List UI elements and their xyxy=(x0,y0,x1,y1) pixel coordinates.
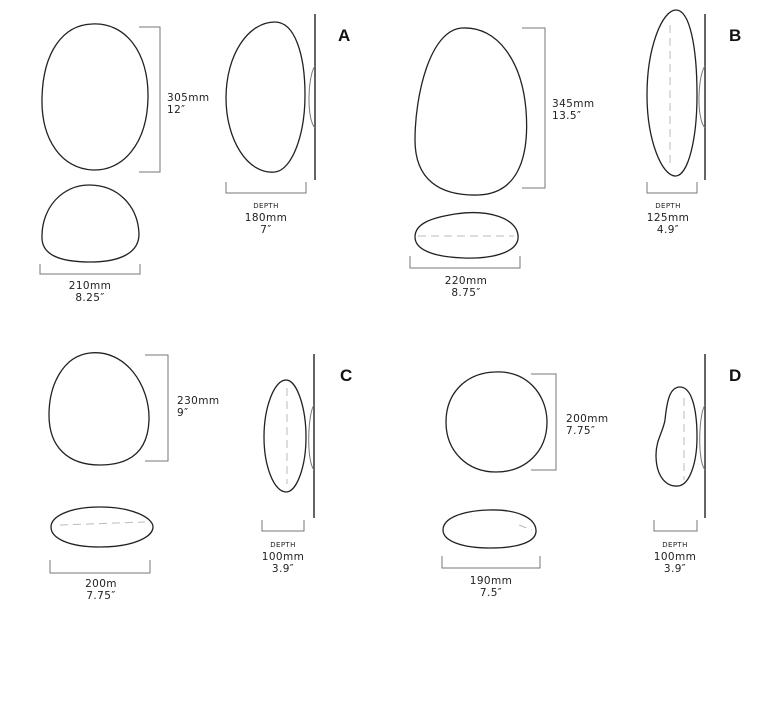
a-depth-in: 7″ xyxy=(260,224,271,236)
b-width-in: 8.75″ xyxy=(451,287,480,299)
d-top-centerline xyxy=(518,524,533,531)
d-wall-mount xyxy=(699,404,706,471)
b-height-mm: 345mm xyxy=(552,98,595,110)
d-front-shape xyxy=(445,371,548,473)
b-letter: B xyxy=(729,26,741,45)
c-height-bracket xyxy=(145,354,169,462)
b-wall-mount xyxy=(698,65,706,129)
a-width-bracket xyxy=(39,264,141,275)
c-front-shape xyxy=(48,352,150,466)
a-depth-mm: 180mm xyxy=(245,212,288,224)
b-top-shape xyxy=(414,212,519,259)
c-depth-mm: 100mm xyxy=(262,551,305,563)
variant-d: 200mm 7.75″ 190mm 7.5″ DEPTH 100mm 3.9″ … xyxy=(441,354,741,599)
c-top-shape xyxy=(50,506,154,548)
variant-c: 230mm 9″ 200m 7.75″ DEPTH 100mm 3.9″ C xyxy=(48,352,352,602)
c-letter: C xyxy=(340,366,352,385)
d-depth-mm: 100mm xyxy=(654,551,697,563)
c-height-mm: 230mm xyxy=(177,395,220,407)
variant-a: 305mm 12″ 210mm 8.25″ DEPTH 180mm 7″ A xyxy=(39,14,350,304)
c-height-in: 9″ xyxy=(177,407,188,419)
a-height-bracket xyxy=(139,26,161,173)
d-letter: D xyxy=(729,366,741,385)
a-wall-mount xyxy=(308,65,316,129)
d-depth-in: 3.9″ xyxy=(664,563,686,575)
b-width-bracket xyxy=(409,256,521,269)
d-width-in: 7.5″ xyxy=(480,587,502,599)
d-height-bracket xyxy=(531,373,557,471)
c-depth-in: 3.9″ xyxy=(272,563,294,575)
d-height-mm: 200mm xyxy=(566,413,609,425)
a-letter: A xyxy=(338,26,350,45)
a-width-in: 8.25″ xyxy=(75,292,104,304)
a-front-shape xyxy=(41,23,149,171)
c-width-in: 7.75″ xyxy=(86,590,115,602)
b-depth-label: DEPTH xyxy=(655,202,681,210)
b-width-mm: 220mm xyxy=(445,275,488,287)
b-depth-bracket xyxy=(646,182,698,194)
b-height-in: 13.5″ xyxy=(552,110,581,122)
a-height-in: 12″ xyxy=(167,104,185,116)
d-top-shape xyxy=(442,509,537,549)
c-width-mm: 200m xyxy=(85,578,117,590)
a-side-shape xyxy=(225,21,306,173)
b-depth-mm: 125mm xyxy=(647,212,690,224)
a-width-mm: 210mm xyxy=(69,280,112,292)
d-depth-label: DEPTH xyxy=(662,541,688,549)
b-depth-in: 4.9″ xyxy=(657,224,679,236)
b-front-shape xyxy=(414,27,528,196)
d-height-in: 7.75″ xyxy=(566,425,595,437)
a-depth-bracket xyxy=(225,182,307,194)
b-side-shape xyxy=(646,9,698,177)
c-depth-label: DEPTH xyxy=(270,541,296,549)
c-width-bracket xyxy=(49,560,151,574)
a-depth-label: DEPTH xyxy=(253,202,279,210)
c-side-shape xyxy=(263,379,307,493)
c-depth-bracket xyxy=(261,520,305,532)
c-top-centerline xyxy=(59,521,146,526)
variant-b: 345mm 13.5″ 220mm 8.75″ DEPTH 125mm 4.9″… xyxy=(409,9,741,299)
d-side-shape xyxy=(655,386,698,487)
a-height-mm: 305mm xyxy=(167,92,210,104)
d-width-bracket xyxy=(441,556,541,569)
a-top-shape xyxy=(41,184,140,263)
d-depth-bracket xyxy=(653,520,698,532)
d-width-mm: 190mm xyxy=(470,575,513,587)
b-height-bracket xyxy=(522,27,546,189)
c-wall-mount xyxy=(308,404,315,471)
